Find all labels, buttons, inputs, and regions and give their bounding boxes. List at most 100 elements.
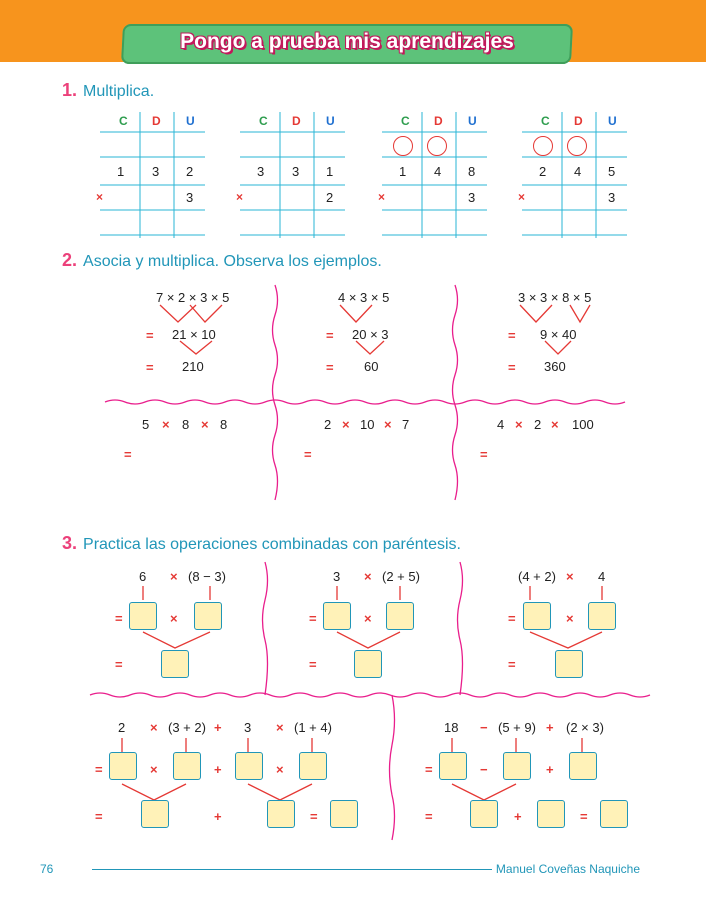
answer-box[interactable] [323,602,351,630]
carry-circle[interactable] [427,136,447,156]
operand: 3 [244,720,252,735]
answer-box[interactable] [194,602,222,630]
answer-box[interactable] [569,752,597,780]
operator: × [566,569,574,584]
carry-circle[interactable] [533,136,553,156]
answer-box[interactable] [470,800,498,828]
equals-sign: = [95,762,103,777]
digit: 3 [152,164,160,179]
times-sign: × [342,417,350,432]
operand: 18 [444,720,459,735]
digit: 3 [292,164,300,179]
times-sign: × [515,417,523,432]
digit: 3 [257,164,265,179]
answer-box[interactable] [109,752,137,780]
operator: × [566,611,574,626]
col-label-c: C [541,114,550,128]
digit: 2 [539,164,547,179]
operator: × [150,762,158,777]
col-label-d: D [574,114,583,128]
section-1-heading: 1.Multiplica. [62,80,154,101]
col-label-u: U [326,114,335,128]
equals-sign: = [508,360,516,375]
operator: × [364,611,372,626]
answer-box[interactable] [330,800,358,828]
operator: × [276,762,284,777]
answer-box[interactable] [235,752,263,780]
equals-sign: = [508,328,516,343]
operator: + [214,720,222,735]
answer-box[interactable] [503,752,531,780]
operator: × [170,569,178,584]
exercise-number: 7 [402,417,410,432]
times-sign: × [551,417,559,432]
times-sign: × [384,417,392,432]
equals-sign: = [326,328,334,343]
operand: (4 + 2) [518,569,556,584]
equals-sign: = [304,447,312,462]
answer-box[interactable] [439,752,467,780]
example-expression: 7 × 2 × 3 × 5 [156,290,230,305]
exercise-number: 2 [534,417,542,432]
col-label-c: C [401,114,410,128]
digit: 3 [468,190,476,205]
section-2-heading: 2. Asocia y multiplica. Observa los ejemp… [62,250,382,271]
digit: 3 [186,190,194,205]
section-2-instruction: Asocia y multiplica. Observa los ejemplo… [83,253,382,270]
answer-box[interactable] [141,800,169,828]
operand: 6 [139,569,147,584]
carry-circle[interactable] [393,136,413,156]
example-step: 21 × 10 [172,327,216,342]
answer-box[interactable] [354,650,382,678]
operator: + [546,720,554,735]
answer-box[interactable] [267,800,295,828]
operand: 2 [118,720,126,735]
operator: × [170,611,178,626]
digit: 8 [468,164,476,179]
example-result: 360 [544,359,566,374]
carry-circle[interactable] [567,136,587,156]
answer-box[interactable] [537,800,565,828]
times-sign: × [518,190,526,204]
example-result: 60 [364,359,379,374]
digit: 3 [608,190,616,205]
example-expression: 4 × 3 × 5 [338,290,390,305]
section-3-number: 3. [62,533,78,553]
example-step: 20 × 3 [352,327,389,342]
digit: 1 [326,164,334,179]
equals-sign: = [310,809,318,824]
exercise-number: 8 [182,417,190,432]
answer-box[interactable] [600,800,628,828]
equals-sign: = [115,657,123,672]
answer-box[interactable] [173,752,201,780]
answer-box[interactable] [129,602,157,630]
answer-box[interactable] [588,602,616,630]
answer-box[interactable] [523,602,551,630]
equals-sign: = [95,809,103,824]
times-sign: × [201,417,209,432]
operand: (1 + 4) [294,720,332,735]
page-number: 76 [40,862,54,876]
exercise-number: 5 [142,417,150,432]
equals-sign: = [425,809,433,824]
operand: 4 [598,569,606,584]
operator: × [364,569,372,584]
col-label-u: U [186,114,195,128]
col-label-d: D [152,114,161,128]
answer-box[interactable] [161,650,189,678]
operand: 3 [333,569,341,584]
answer-box[interactable] [555,650,583,678]
footer-divider [92,869,492,870]
times-sign: × [96,190,104,204]
equals-sign: = [326,360,334,375]
operand: (2 + 5) [382,569,420,584]
answer-box[interactable] [299,752,327,780]
operand: (5 + 9) [498,720,536,735]
section-1-instruction: Multiplica. [83,83,155,100]
answer-box[interactable] [386,602,414,630]
equals-sign: = [309,611,317,626]
section-2-number: 2. [62,250,78,270]
col-label-u: U [608,114,617,128]
equals-sign: = [309,657,317,672]
